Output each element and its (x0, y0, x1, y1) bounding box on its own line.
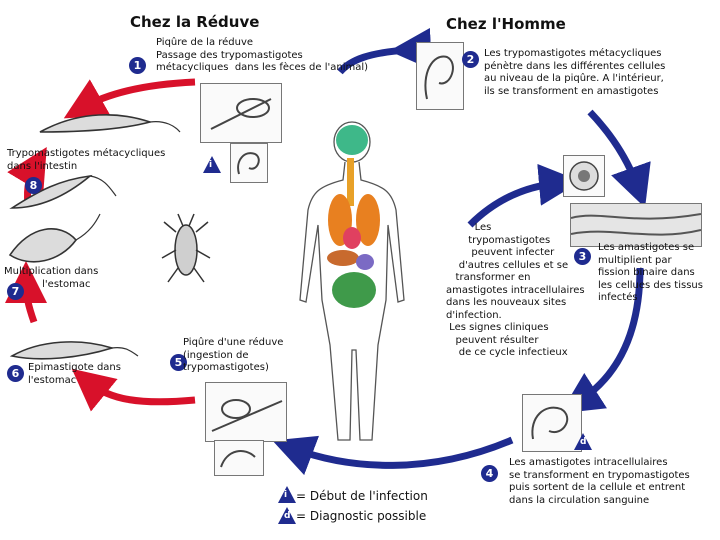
brain (336, 125, 368, 155)
step-7-text: Multiplication dans l'estomac (4, 266, 99, 290)
red-arrow-left-lower (5, 261, 48, 324)
step-2-badge: 2 (462, 51, 479, 68)
blue-arrow-right-lower (560, 267, 644, 414)
marker-d-letter: d (580, 437, 587, 447)
panel-tissue-image (570, 203, 702, 247)
intestine (332, 272, 376, 308)
blue-arrow-mid (467, 163, 581, 228)
panel-trypo-image (230, 143, 268, 183)
panel-cell-image (563, 155, 605, 197)
step-2-text: Les trypomastigotes métacycliques pénètr… (484, 48, 666, 97)
parasite-trypo-intestine (39, 114, 153, 133)
step-6-text: Epimastigote dans l'estomac (28, 362, 121, 386)
panel-step4-image (522, 394, 582, 452)
esophagus (347, 158, 354, 206)
diagnostic-marker-d: d (574, 433, 592, 450)
step-8-text: Trypomastigotes métacycliques dans l'int… (7, 148, 166, 172)
legend-marker-d: d (278, 507, 296, 524)
parasite-elongated (9, 174, 93, 209)
legend-diagnostic-text: = Diagnostic possible (296, 509, 427, 523)
parasite-epimastigote (9, 341, 115, 360)
step-3-badge: 3 (574, 248, 591, 265)
marker-i-letter: i (209, 160, 213, 170)
panel-bite-image (200, 83, 282, 143)
step-8-badge: 8 (25, 177, 42, 194)
blue-arrow-right-upper (587, 109, 651, 208)
header-homme: Chez l'Homme (446, 15, 566, 33)
panel-trypo2-image (214, 440, 264, 476)
parasite-dividing (8, 228, 78, 263)
legend-marker-d-letter: d (284, 511, 291, 521)
step-4-text: Les amastigotes intracellulaires se tran… (509, 457, 690, 506)
step-4-badge: 4 (481, 465, 498, 482)
step-5-text: Piqûre d'une réduve (ingestion de trypom… (183, 337, 284, 373)
step-7-badge: 7 (7, 283, 24, 300)
infection-marker-i: i (203, 156, 221, 173)
lung-right (356, 194, 380, 246)
step-1-text: Piqûre de la réduve Passage des trypomas… (156, 37, 369, 73)
step-1-badge: 1 (129, 57, 146, 74)
step-6-badge: 6 (7, 365, 24, 382)
blue-arrow-top (337, 27, 433, 75)
heart (343, 227, 361, 249)
panel-bite2-image (205, 382, 287, 442)
step-3-text: Les amastigotes se multiplient par fissi… (598, 242, 703, 303)
center-explanation-text: Les trypomastigotes peuvent infecter d'a… (446, 222, 585, 358)
legend-marker-i: i (278, 486, 296, 503)
red-arrow-top (63, 78, 196, 119)
header-reduve: Chez la Réduve (130, 13, 260, 31)
panel-step2-image (416, 42, 464, 110)
step-5-badge: 5 (170, 354, 187, 371)
legend-marker-i-letter: i (284, 490, 288, 500)
blue-arrow-bottom (272, 435, 514, 476)
stomach (356, 254, 374, 270)
red-arrow-bottom (71, 368, 196, 412)
legend-infection-text: = Début de l'infection (296, 489, 428, 503)
liver (327, 250, 359, 266)
